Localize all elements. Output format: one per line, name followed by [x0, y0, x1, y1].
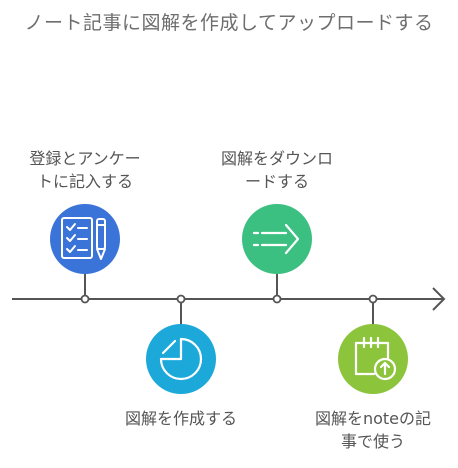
timeline-node-1 — [80, 294, 90, 304]
step-2-label-line-1: 図解を作成する — [124, 409, 237, 428]
step-1-label-line-2: トに記入する — [36, 172, 133, 191]
step-2-label: 図解を作成する — [91, 407, 271, 430]
step-3-label: 図解をダウンロ ードする — [197, 147, 357, 193]
timeline-node-3 — [272, 294, 282, 304]
diagram-title: ノート記事に図解を作成してアップロードする — [24, 12, 434, 34]
pie-chart-icon — [159, 337, 203, 381]
step-1-label-line-1: 登録とアンケー — [29, 149, 141, 168]
step-4-badge — [338, 324, 408, 394]
step-4-label-line-2: 事で使う — [340, 432, 405, 451]
step-3-label-line-1: 図解をダウンロ — [220, 149, 333, 168]
timeline-arrowhead — [432, 287, 446, 311]
arrow-right-icon — [252, 223, 300, 255]
timeline-node-2 — [176, 294, 186, 304]
timeline-node-4 — [368, 294, 378, 304]
step-1-label: 登録とアンケー トに記入する — [5, 147, 165, 193]
step-3-badge — [242, 204, 312, 274]
calendar-upload-icon — [354, 336, 397, 381]
step-4-label: 図解をnoteの記 事で使う — [293, 407, 453, 453]
step-1-badge — [50, 204, 120, 274]
step-2-badge — [146, 324, 216, 394]
step-4-label-line-1: 図解をnoteの記 — [314, 409, 432, 428]
checklist-pen-icon — [61, 217, 106, 260]
step-3-label-line-2: ードする — [244, 172, 309, 191]
